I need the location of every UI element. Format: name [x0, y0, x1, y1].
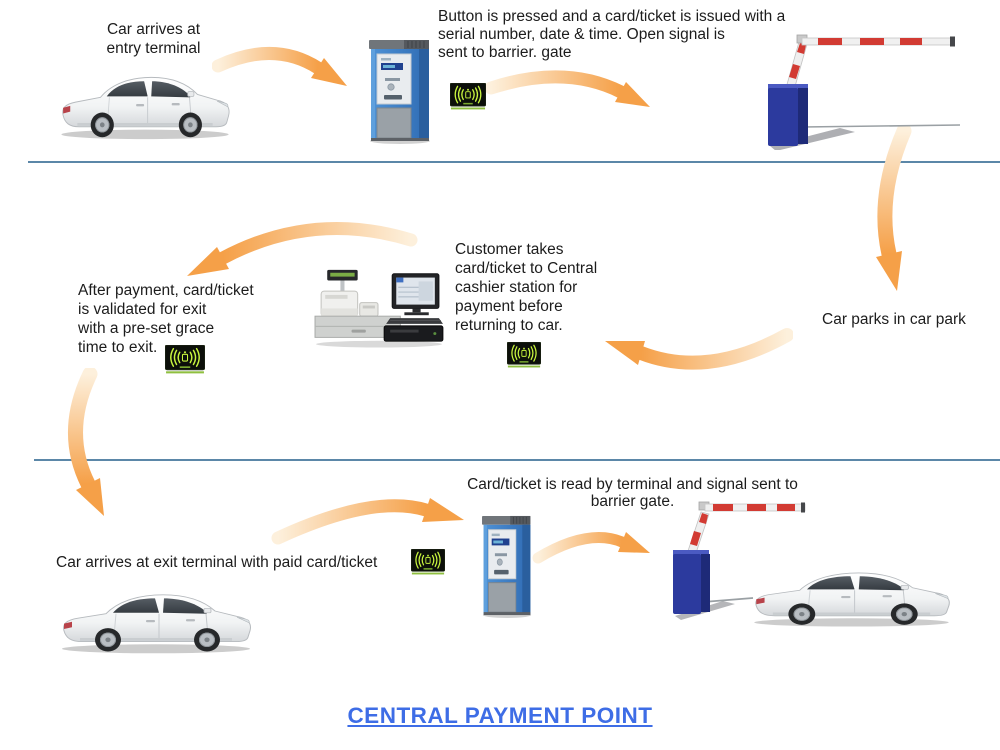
exit-arrive-label: Car arrives at exit terminal with paid c… [56, 554, 378, 571]
arrow-park-to-cashier [605, 328, 793, 370]
car-image-entry [56, 66, 234, 142]
car-image-exit [56, 584, 256, 656]
section-divider-bottom [34, 459, 1000, 461]
entry-terminal-image [364, 38, 436, 144]
exit-terminal-image [478, 514, 536, 618]
arrow-terminal-to-exit-barrier [532, 532, 650, 564]
diagram-title: CENTRAL PAYMENT POINT [347, 703, 653, 728]
entry-step-label: Car arrives at entry terminal [106, 21, 201, 57]
arrow-cashier-to-validation [187, 221, 418, 276]
arrow-terminal-to-barrier [485, 70, 650, 107]
validation-step-label: After payment, card/ticket is validated … [78, 282, 254, 356]
section-divider-top [28, 161, 1000, 163]
arrow-entry-to-terminal [212, 47, 347, 86]
car-image-leaving [748, 563, 955, 629]
rfid-reader-icon [507, 342, 541, 368]
cashier-station-image [313, 266, 445, 348]
barrier-housing [673, 550, 710, 614]
barrier-housing [768, 84, 808, 146]
arrow-barrier-to-park [876, 126, 912, 291]
ticket-issue-label: Button is pressed and a card/ticket is i… [438, 8, 786, 61]
barrier-arm [785, 34, 955, 91]
car-parks-label: Car parks in car park [822, 311, 966, 328]
cashier-step-label: Customer takes card/ticket to Central ca… [455, 241, 598, 334]
rfid-reader-icon [411, 549, 445, 575]
arrow-exitcar-to-terminal [271, 498, 464, 545]
barrier-arm [686, 501, 806, 557]
exit-read-label: Card/ticket is read by terminal and sign… [467, 476, 798, 510]
rfid-reader-icon [450, 83, 486, 110]
barrier-ground-line [801, 124, 961, 128]
arrow-validation-to-exit [68, 368, 104, 516]
exit-barrier-gate-image [673, 501, 806, 620]
entry-barrier-gate-image [768, 34, 961, 150]
